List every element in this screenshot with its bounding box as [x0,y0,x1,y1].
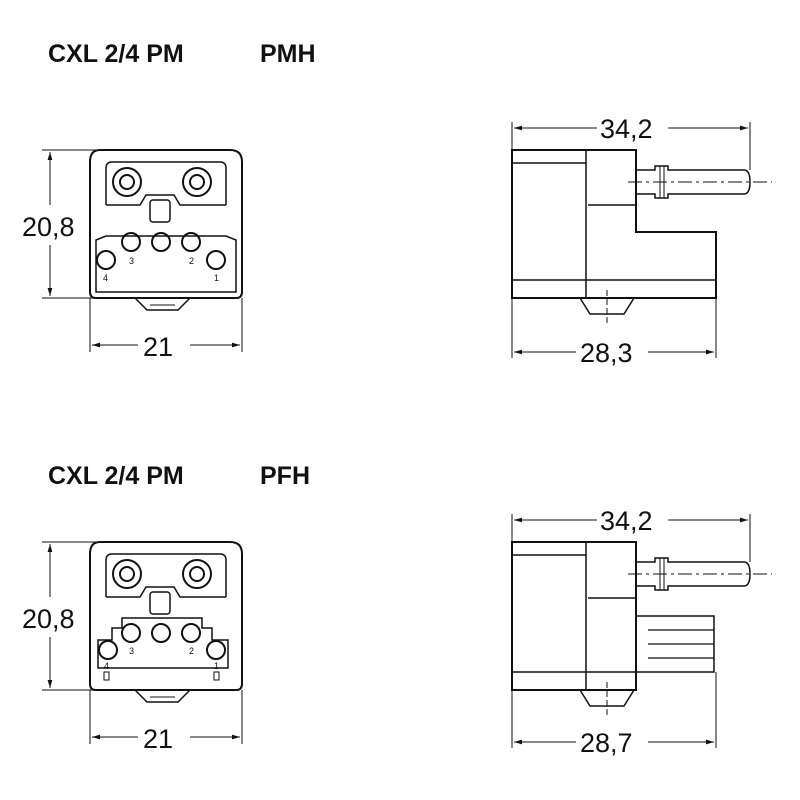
section-1-pin-label-3: 3 [129,256,134,266]
section-2-variant-label: PFH [260,462,310,490]
section-2-height-dimension [42,541,96,691]
section-1-pin-label-2: 2 [189,256,194,266]
section-1-base-dimension [511,298,717,358]
section-1-pin-label-4: 4 [103,273,108,283]
section-2-model-title: CXL 2/4 PM [48,462,184,490]
section-1-width-value: 21 [143,332,173,362]
section-2-length-dimension [511,514,751,562]
section-1-height-value: 20,8 [22,212,75,242]
section-2-side-view [511,541,772,716]
section-2-pin-label-3: 3 [129,646,134,656]
section-1-height-dimension [42,149,96,299]
section-2-width-dimension [89,690,243,744]
section-1-pin-label-1: 1 [214,273,219,283]
section-1-base-value: 28,3 [580,338,633,368]
section-1-width-dimension [89,298,243,352]
section-2-pin-label-4: 4 [104,661,109,671]
section-1-front-view [89,149,243,311]
section-2-pin-label-2: 2 [189,646,194,656]
section-2-base-value: 28,7 [580,728,633,758]
section-2-base-dimension [511,672,717,748]
section-1-length-value: 34,2 [600,114,653,144]
section-1-model-title: CXL 2/4 PM [48,40,184,68]
section-2-front-view [89,541,243,703]
section-1-length-dimension [511,122,751,170]
section-2-length-value: 34,2 [600,506,653,536]
section-1-side-view [511,149,772,324]
section-2-width-value: 21 [143,724,173,754]
section-2-height-value: 20,8 [22,604,75,634]
section-1-variant-label: PMH [260,40,316,68]
section-2-pin-label-1: 1 [214,661,219,671]
